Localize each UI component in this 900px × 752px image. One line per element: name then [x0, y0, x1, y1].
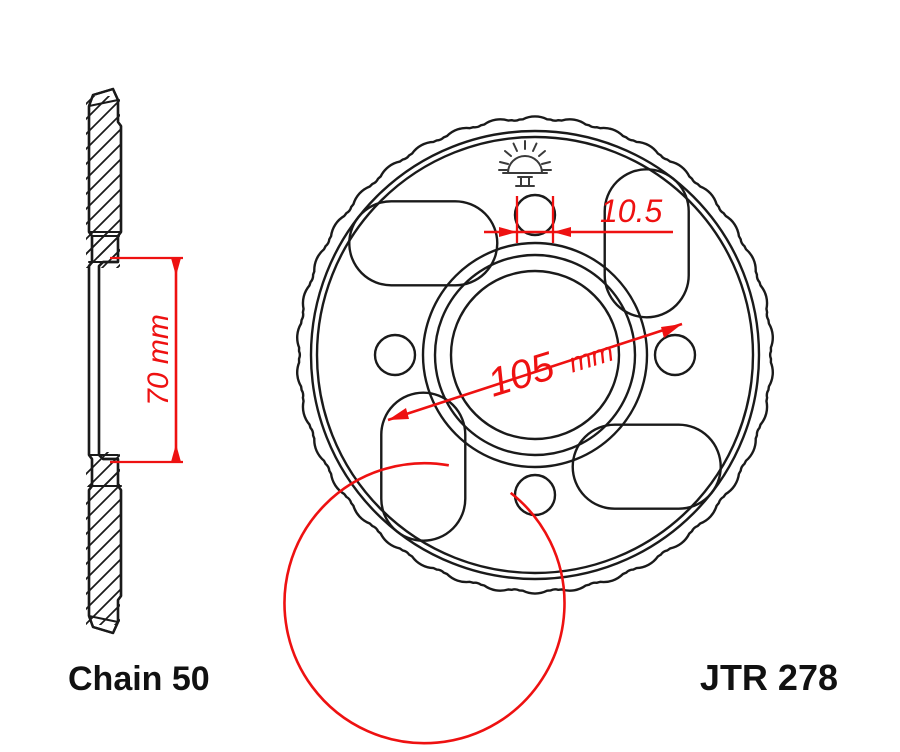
bolt-hole-3[interactable] [513, 473, 557, 517]
sprocket-hub-mid-circle [433, 253, 637, 457]
sprocket-rim-inner-circle [309, 129, 761, 581]
dim105-leader-line [387, 322, 683, 422]
sprocket-cutout-2 [571, 423, 722, 510]
dim105-value: 105 [483, 344, 560, 406]
dim10_5-label: 10.5 [600, 193, 662, 229]
sprocket-cutout-group [571, 423, 722, 510]
side-profile-outline-overlay [87, 87, 123, 635]
sprocket-cutout-group [603, 168, 690, 319]
bolt-hole-1[interactable] [513, 193, 557, 237]
dim70-label: 70 mm [142, 314, 175, 406]
dimension-105mm: 105 mm [283, 322, 683, 745]
front-face-view [296, 115, 774, 595]
dim105-arrow-start [388, 408, 409, 420]
sprocket-cutout-1 [603, 168, 690, 319]
logo-rays [498, 140, 552, 171]
sprocket-cutout-4 [348, 200, 499, 287]
section-hatch-lower [86, 462, 120, 625]
jt-sunrise-logo [498, 140, 552, 187]
side-section-view [86, 87, 123, 635]
dim105-unit: mm [565, 337, 617, 379]
bolt-circle-arc [283, 461, 566, 745]
dim105-arrow-end [661, 324, 682, 338]
logo-sun-arc [507, 155, 543, 174]
dimension-10_5: 10.5 [484, 193, 673, 243]
logo-pi-mark [517, 176, 533, 187]
sprocket-cutout-group [380, 391, 467, 542]
sprocket-body [296, 115, 774, 595]
sprocket-cutout-group [348, 200, 499, 287]
dim70-arrow-bottom [171, 444, 181, 462]
bolt-hole-2[interactable] [653, 333, 697, 377]
sprocket-hub-outer-circle [421, 241, 649, 469]
dim70-arrow-top [171, 258, 181, 276]
dim10_5-arrow-left [499, 227, 517, 237]
sprocket-web-outer-circle [315, 135, 755, 575]
dim105-label-group: 105 mm [483, 337, 617, 406]
part-number-label: JTR 278 [700, 657, 838, 698]
dim10_5-arrow-right [553, 227, 571, 237]
bolt-hole-4[interactable] [373, 333, 417, 377]
section-hatch-upper-boss [86, 233, 120, 268]
section-hatch-upper [86, 96, 120, 258]
chain-label: Chain 50 [68, 660, 210, 698]
sprocket-cutout-3 [380, 391, 467, 542]
sprocket-center-bore-circle [449, 269, 621, 441]
dimension-70mm: 70 mm [110, 256, 183, 464]
sprocket-teeth-ring [296, 115, 774, 595]
